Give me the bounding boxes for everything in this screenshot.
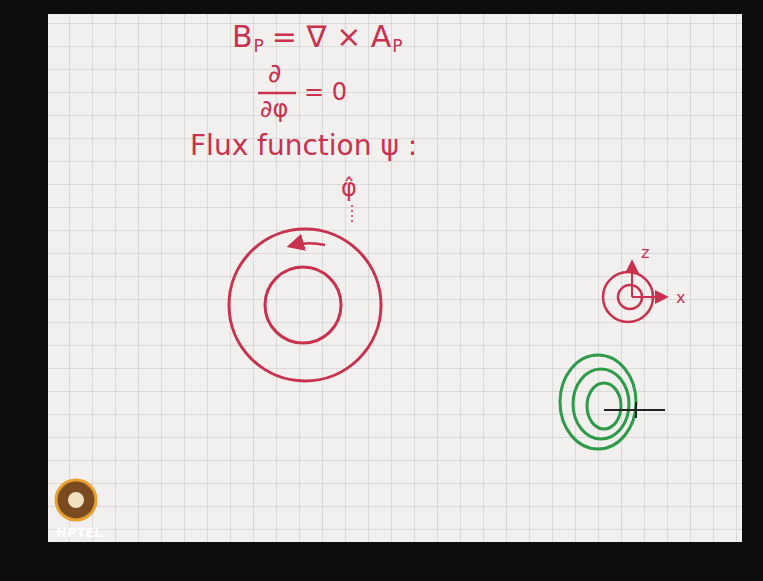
radius-tick [635, 402, 637, 418]
formula-text: = ∇ × A [272, 22, 391, 52]
paper [48, 14, 742, 542]
flux-loop [560, 355, 636, 449]
phi-arrow [290, 243, 325, 246]
subscript: P [254, 38, 264, 55]
unit-vector-label: φ̂ [341, 176, 357, 200]
axis-label: x [676, 290, 685, 306]
formula-symbol: B [232, 22, 253, 52]
radius-line [604, 409, 665, 411]
nptel-logo [68, 492, 84, 508]
logo-text: NPTEL [56, 526, 102, 539]
flux-loop [573, 369, 629, 439]
axis-label: z [641, 245, 649, 261]
partial-phi: ∂φ [260, 97, 288, 121]
nptel-logo [56, 480, 96, 520]
fraction-bar [258, 92, 296, 95]
equation-text: = 0 [304, 80, 347, 104]
flux-loop [587, 383, 621, 429]
heading-text: Flux function ψ : [190, 132, 417, 160]
partial-symbol: ∂ [268, 60, 281, 86]
x-axis [632, 296, 666, 298]
z-axis [631, 262, 633, 297]
outer-circle [229, 229, 381, 381]
grid [48, 14, 742, 542]
inner-circle [265, 267, 341, 343]
phi-tick [351, 205, 353, 225]
subscript: P [392, 38, 402, 55]
